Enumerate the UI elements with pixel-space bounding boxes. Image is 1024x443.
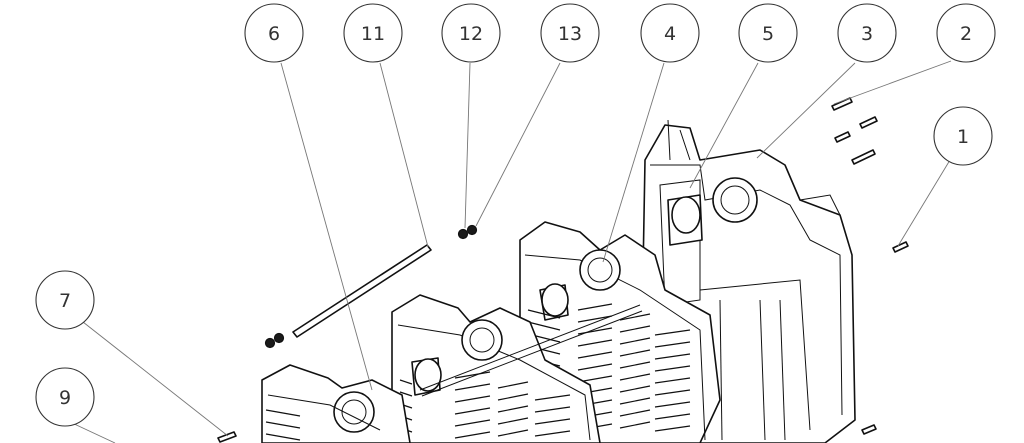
balloon-13: 13 (540, 3, 600, 63)
balloon-label: 7 (59, 290, 71, 312)
balloon-label: 9 (59, 387, 71, 409)
tie-rod-long (419, 304, 643, 397)
balloon-12: 12 (441, 3, 501, 63)
balloon-label: 13 (558, 23, 582, 45)
pins (217, 97, 909, 443)
balloon-6: 6 (244, 3, 304, 63)
balloon-label: 3 (861, 23, 873, 45)
balloon-label: 2 (960, 23, 972, 45)
balloon-1: 1 (933, 106, 993, 166)
balloon-3: 3 (837, 3, 897, 63)
balloon-label: 4 (664, 23, 676, 45)
balloon-5: 5 (738, 3, 798, 63)
balloon-label: 6 (268, 23, 280, 45)
balloon-2: 2 (936, 3, 996, 63)
front-heat-exchanger-section (261, 364, 411, 443)
tie-rod (292, 244, 432, 338)
balloon-label: 5 (762, 23, 774, 45)
balloon-4: 4 (640, 3, 700, 63)
front-middle-heat-exchanger-section (391, 294, 601, 443)
cooling-fins-front-middle (399, 371, 571, 439)
balloon-label: 12 (459, 23, 483, 45)
balloon-11: 11 (343, 3, 403, 63)
balloon-7: 7 (35, 270, 95, 330)
balloon-label: 1 (957, 126, 969, 148)
balloon-label: 11 (361, 23, 385, 45)
nuts (264, 224, 478, 349)
cooling-fins-middle (527, 303, 691, 432)
balloon-9: 9 (35, 367, 95, 427)
leader-lines (69, 60, 952, 443)
